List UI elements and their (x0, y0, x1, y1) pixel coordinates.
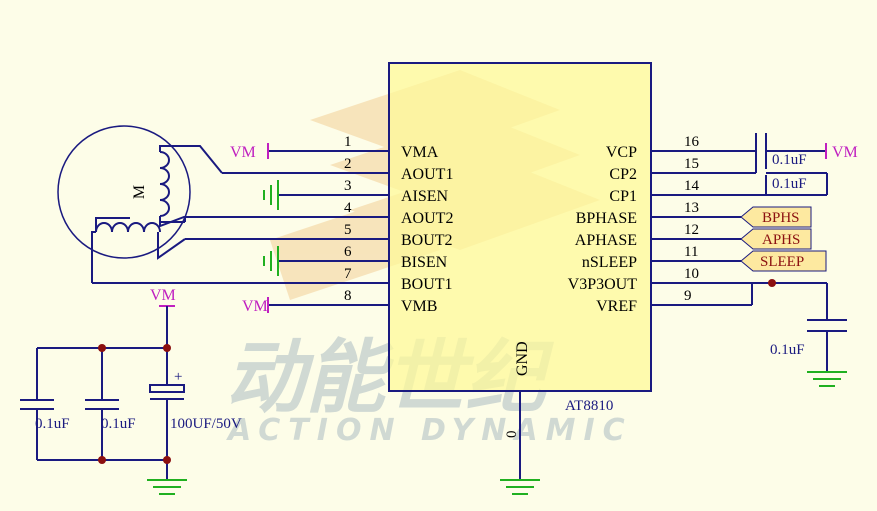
pin-num-13: 13 (684, 200, 699, 216)
pin-num-12: 12 (684, 222, 699, 238)
pin-num-14: 14 (684, 178, 700, 194)
vm-label-pin1: VM (230, 144, 256, 161)
watermark-en: ACTION DYNAMIC (226, 413, 633, 448)
vcp-capacitor: 0.1uF VM (755, 133, 858, 173)
chip-gnd-pin: 0 (500, 391, 540, 495)
pin-name-vmb: VMB (401, 298, 437, 315)
pin-num-3: 3 (344, 178, 352, 194)
polarity-plus-icon: + (174, 369, 182, 385)
pin-num-0: 0 (504, 431, 520, 439)
motor-wiring (91, 145, 278, 283)
pin-name-bisen: BISEN (401, 254, 448, 271)
aisen-ground (263, 180, 279, 210)
pin-name-nsleep: nSLEEP (582, 254, 637, 271)
pin-name-vref: VREF (596, 298, 637, 315)
pin-num-7: 7 (344, 266, 352, 282)
pin-name-v3p3out: V3P3OUT (568, 276, 638, 293)
pin-num-10: 10 (684, 266, 699, 282)
pin-num-2: 2 (344, 156, 352, 172)
vm-label-pin8: VM (242, 298, 268, 315)
port-sleep-label: SLEEP (760, 254, 804, 270)
pin-num-16: 16 (684, 134, 700, 150)
v3p3-network: 0.1uF (751, 279, 847, 387)
bisen-ground (263, 246, 279, 276)
pin-name-bout2: BOUT2 (401, 232, 453, 249)
vm-flag-pin1: VM (230, 143, 269, 161)
right-pins: 16 15 14 13 12 11 10 9 VCP CP2 CP1 BPHAS… (568, 134, 700, 315)
pin-num-15: 15 (684, 156, 699, 172)
chip-part-label: AT8810 (565, 398, 613, 414)
port-bphs: BPHS (740, 206, 812, 228)
pin-name-bout1: BOUT1 (401, 276, 453, 293)
junction-dot (768, 279, 776, 287)
bulk-big-cap-label: 100UF/50V (170, 416, 242, 432)
bulk-left-cap-label: 0.1uF (35, 416, 70, 432)
coil-a-icon (159, 151, 170, 217)
port-bphs-label: BPHS (762, 210, 800, 226)
coil-b-icon (95, 222, 161, 233)
pin-num-4: 4 (344, 200, 352, 216)
bulk-mid-cap-label: 0.1uF (101, 416, 136, 432)
pin-name-aout2: AOUT2 (401, 210, 453, 227)
pin-name-cp1: CP1 (609, 188, 637, 205)
stepper-motor: M (57, 125, 191, 259)
cp-capacitor: 0.1uF (765, 172, 828, 195)
left-pins: 1 2 3 4 5 6 7 8 VMA AOUT1 AISEN AOUT2 BO… (344, 134, 453, 315)
pin-num-9: 9 (684, 288, 692, 304)
pin-name-vma: VMA (401, 144, 439, 161)
vm-flag-pin8: VM (242, 297, 269, 315)
right-pin-wires (651, 150, 827, 306)
port-sleep: SLEEP (740, 250, 827, 272)
ground-symbol (147, 479, 187, 495)
pin-name-vcp: VCP (606, 144, 637, 161)
motor-label: M (131, 185, 148, 199)
pin-num-1: 1 (344, 134, 352, 150)
pin-name-cp2: CP2 (609, 166, 637, 183)
port-aphs-label: APHS (762, 232, 800, 248)
bulk-cap-network: VM 0.1uF 0.1uF + 100UF/50V (20, 287, 242, 495)
pin-num-8: 8 (344, 288, 352, 304)
pin-name-aisen: AISEN (401, 188, 449, 205)
v3p3-cap-label: 0.1uF (770, 342, 805, 358)
pin-name-aphase: APHASE (575, 232, 637, 249)
pin-num-6: 6 (344, 244, 352, 260)
port-aphs: APHS (740, 228, 812, 250)
ground-symbol (500, 479, 540, 495)
vm-label-vcp: VM (832, 144, 858, 161)
pin-num-5: 5 (344, 222, 352, 238)
vm-label-bulk: VM (150, 287, 176, 304)
vcp-cap-label: 0.1uF (772, 152, 807, 168)
chip-gnd-label: GND (514, 341, 531, 376)
cp-cap-label: 0.1uF (772, 176, 807, 192)
pin-name-aout1: AOUT1 (401, 166, 453, 183)
left-pin-wires (92, 150, 389, 306)
ground-symbol (807, 371, 847, 387)
pin-num-11: 11 (684, 244, 698, 260)
pin-name-bphase: BPHASE (576, 210, 637, 227)
